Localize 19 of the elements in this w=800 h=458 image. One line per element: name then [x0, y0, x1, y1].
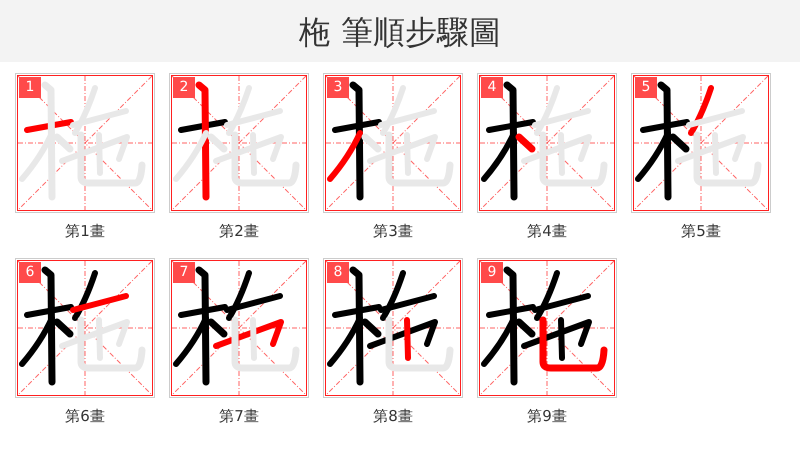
step-caption: 第5畫 [681, 222, 721, 240]
step-caption: 第3畫 [373, 222, 413, 240]
page-title: 柂 筆順步驟圖 [298, 12, 502, 52]
step-caption: 第9畫 [527, 407, 567, 425]
step-number: 9 [481, 262, 503, 283]
step-number: 2 [173, 77, 195, 98]
step-number: 8 [327, 262, 349, 283]
step-number: 7 [173, 262, 195, 283]
step-number: 6 [19, 262, 41, 283]
step-number: 5 [635, 77, 657, 98]
step-number: 4 [481, 77, 503, 98]
step-caption: 第2畫 [219, 222, 259, 240]
step-caption: 第8畫 [373, 407, 413, 425]
step-caption: 第1畫 [65, 222, 105, 240]
step-number: 3 [327, 77, 349, 98]
step-caption: 第7畫 [219, 407, 259, 425]
step-caption: 第6畫 [65, 407, 105, 425]
step-number: 1 [19, 77, 41, 98]
step-caption: 第4畫 [527, 222, 567, 240]
